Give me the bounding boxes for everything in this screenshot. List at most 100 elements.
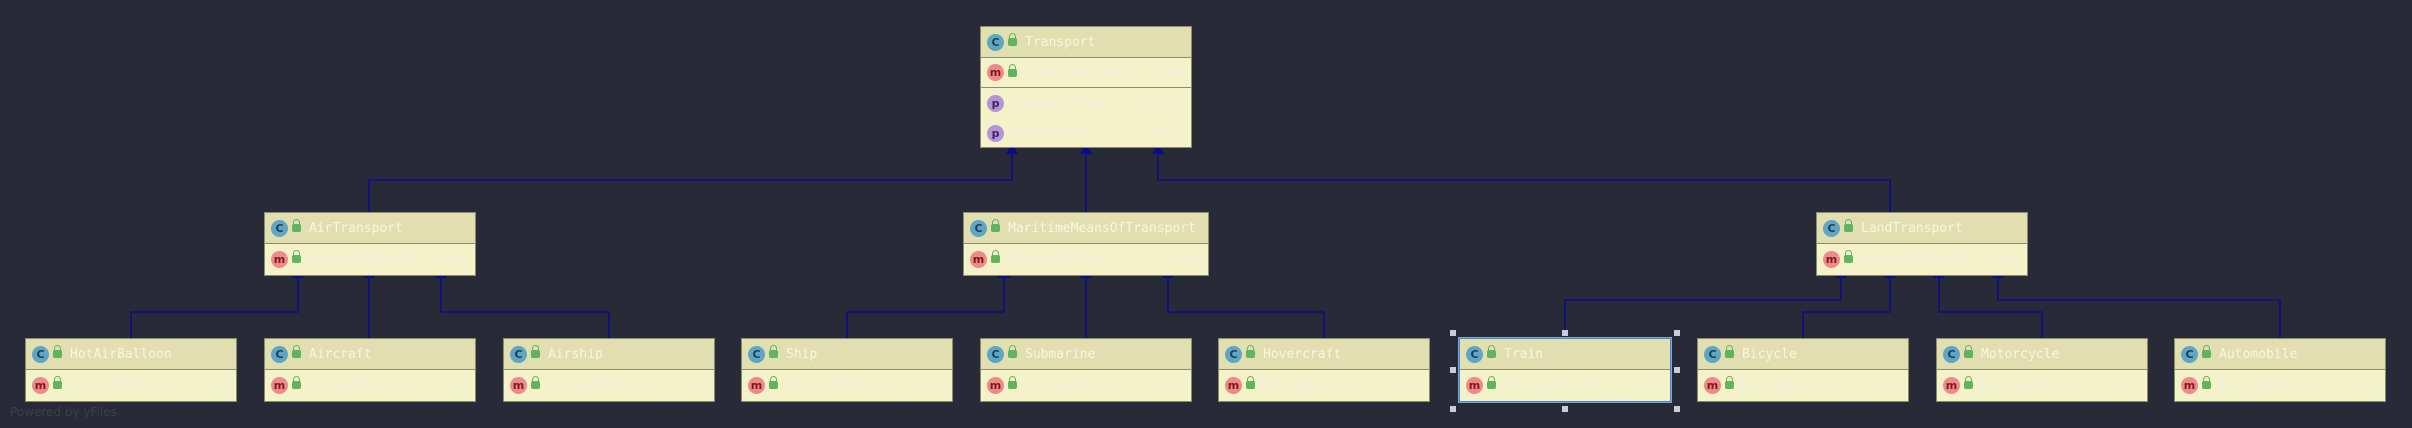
class-node-submarine[interactable]: C Submarine m drivingMethod() void	[980, 338, 1192, 402]
method-row[interactable]: m drivingMethod() void	[1698, 370, 1908, 400]
class-name: Aircraft	[309, 346, 372, 362]
class-header: C Train	[1460, 339, 1670, 370]
method-name: drivingMethod()	[305, 251, 417, 267]
powered-by-label: Powered by yFiles	[10, 405, 117, 419]
method-type: void	[676, 377, 706, 393]
class-header: C Bicycle	[1698, 339, 1908, 370]
method-icon: m	[2181, 376, 2198, 394]
class-name: Submarine	[1025, 346, 1096, 362]
class-name: Train	[1504, 346, 1544, 362]
class-header: C AirTransport	[265, 213, 475, 244]
lock-icon	[1246, 376, 1255, 389]
class-icon: C	[2181, 345, 2198, 363]
class-node-motorcycle[interactable]: C Motorcycle m drivingMethod() void	[1936, 338, 2148, 402]
method-name: drivingMethod()	[305, 377, 417, 393]
class-name: Transport	[1025, 34, 1096, 50]
lock-icon	[1487, 376, 1496, 389]
resize-handle-top-left[interactable]	[1450, 330, 1456, 336]
method-name: drivingMethod()	[544, 377, 656, 393]
method-name: drivingMethod()	[66, 377, 178, 393]
lock-icon	[1246, 345, 1255, 358]
resize-handle-right[interactable]	[1674, 367, 1680, 373]
class-icon: C	[32, 345, 49, 363]
method-type: void	[1870, 377, 1900, 393]
method-type: void	[1632, 377, 1662, 393]
lock-icon	[2202, 376, 2211, 389]
class-header: C MaritimeMeansOfTransport	[964, 213, 1208, 244]
method-row[interactable]: m drivingMethod() void	[1219, 370, 1429, 400]
method-type: void	[198, 377, 228, 393]
lock-icon	[1844, 219, 1853, 232]
method-row[interactable]: m drivingMethod() void	[964, 244, 1208, 274]
edge-airship-airtransport	[435, 267, 610, 338]
method-row[interactable]: m drivingMethod() void	[981, 58, 1191, 88]
lock-icon	[1964, 345, 1973, 358]
class-header: C LandTransport	[1817, 213, 2027, 244]
class-header: C Ship	[742, 339, 952, 370]
method-icon: m	[32, 376, 49, 394]
edge-hotairballoon-airtransport	[130, 267, 304, 338]
method-name: drivingMethod()	[1857, 251, 1969, 267]
class-node-automobile[interactable]: C Automobile m drivingMethod() void	[2174, 338, 2386, 402]
lock-icon	[1725, 345, 1734, 358]
class-header: C Aircraft	[265, 339, 475, 370]
edge-train-landtransport	[1564, 267, 1847, 338]
class-node-airtransport[interactable]: C AirTransport m drivingMethod() void	[264, 212, 476, 276]
method-name: drivingMethod()	[1021, 377, 1133, 393]
resize-handle-left[interactable]	[1450, 367, 1456, 373]
method-row[interactable]: m drivingMethod() void	[2175, 370, 2385, 400]
class-name: HotAirBalloon	[70, 346, 172, 362]
class-icon: C	[1225, 345, 1242, 363]
method-name: drivingMethod()	[1500, 377, 1612, 393]
method-row[interactable]: m drivingMethod() void	[265, 370, 475, 400]
resize-handle-bottom[interactable]	[1562, 406, 1568, 412]
method-row[interactable]: m drivingMethod() void	[1460, 370, 1670, 400]
resize-handle-bottom-left[interactable]	[1450, 406, 1456, 412]
class-node-transport[interactable]: C Transport m drivingMethod() void p tra…	[980, 26, 1192, 148]
class-node-ship[interactable]: C Ship m drivingMethod() void	[741, 338, 953, 402]
edge-hovercraft-maritime	[1162, 267, 1325, 338]
class-header: C Transport	[981, 27, 1191, 58]
method-row[interactable]: m drivingMethod() void	[981, 370, 1191, 400]
class-node-maritime[interactable]: C MaritimeMeansOfTransport m drivingMeth…	[963, 212, 1209, 276]
field-row[interactable]: p transportBrand String	[981, 88, 1191, 118]
class-node-bicycle[interactable]: C Bicycle m drivingMethod() void	[1697, 338, 1909, 402]
class-name: Airship	[548, 346, 603, 362]
method-row[interactable]: m drivingMethod() void	[1937, 370, 2147, 400]
class-header: C Hovercraft	[1219, 339, 1429, 370]
class-header: C Automobile	[2175, 339, 2385, 370]
class-header: C Submarine	[981, 339, 1191, 370]
method-name: drivingMethod()	[2215, 377, 2327, 393]
resize-handle-bottom-right[interactable]	[1674, 406, 1680, 412]
method-row[interactable]: m drivingMethod() void	[504, 370, 714, 400]
edge-automobile-landtransport	[1992, 267, 2281, 338]
lock-icon	[1487, 345, 1496, 358]
class-node-airship[interactable]: C Airship m drivingMethod() void	[503, 338, 715, 402]
method-row[interactable]: m drivingMethod() void	[26, 370, 236, 400]
class-name: LandTransport	[1861, 220, 1963, 236]
class-icon: C	[987, 345, 1004, 363]
class-icon: C	[1466, 345, 1483, 363]
class-icon: C	[1823, 219, 1840, 237]
resize-handle-top-right[interactable]	[1674, 330, 1680, 336]
lock-icon	[1964, 376, 1973, 389]
lock-icon	[1844, 250, 1853, 263]
method-name: drivingMethod()	[1738, 377, 1850, 393]
lock-icon	[991, 219, 1000, 232]
class-name: Automobile	[2219, 346, 2298, 362]
method-icon: m	[1823, 250, 1840, 268]
lock-icon	[292, 376, 301, 389]
method-row[interactable]: m drivingMethod() void	[1817, 244, 2027, 274]
class-node-aircraft[interactable]: C Aircraft m drivingMethod() void	[264, 338, 476, 402]
method-row[interactable]: m drivingMethod() void	[265, 244, 475, 274]
class-node-landtransport[interactable]: C LandTransport m drivingMethod() void	[1816, 212, 2028, 276]
method-row[interactable]: m drivingMethod() void	[742, 370, 952, 400]
class-icon: C	[271, 345, 288, 363]
field-row[interactable]: p transportId String	[981, 118, 1191, 147]
resize-handle-top[interactable]	[1562, 330, 1568, 336]
class-node-train[interactable]: C Train m drivingMethod() void	[1459, 338, 1671, 402]
edge-airtransport-transport	[368, 143, 1018, 212]
class-node-hovercraft[interactable]: C Hovercraft m drivingMethod() void	[1218, 338, 1430, 402]
class-node-hotairballoon[interactable]: C HotAirBalloon m drivingMethod() void	[25, 338, 237, 402]
method-type: void	[437, 377, 467, 393]
